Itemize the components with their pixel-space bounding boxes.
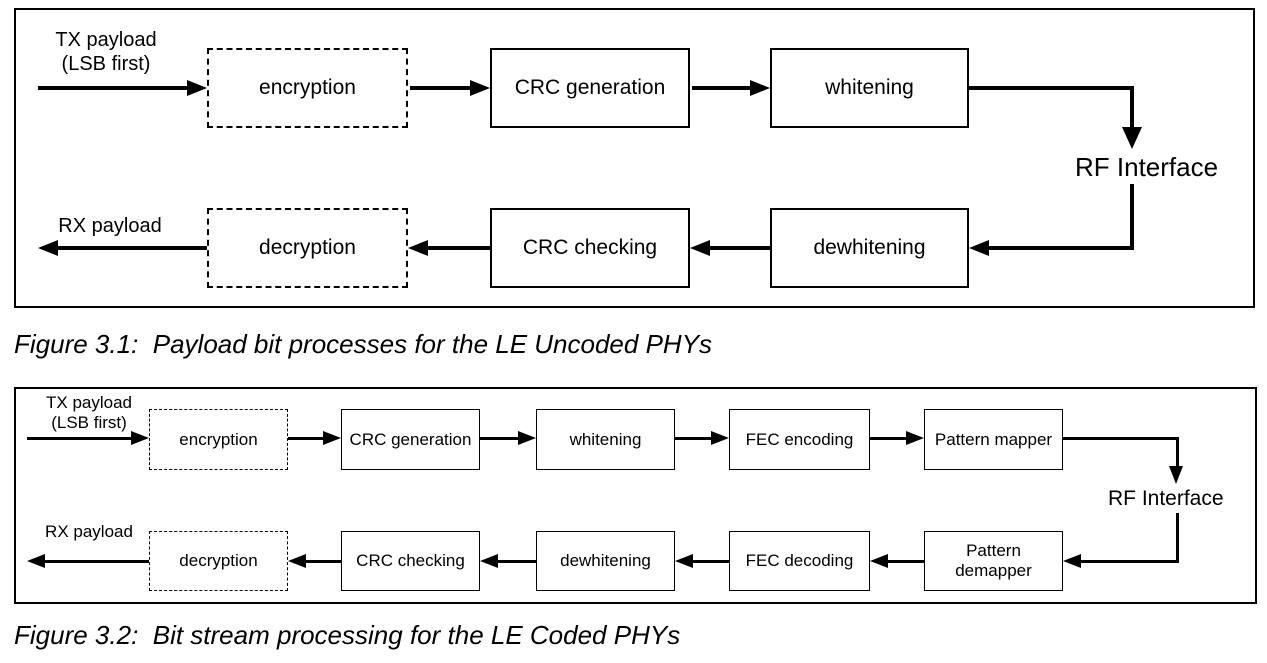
fig2-box-decryption: decryption: [149, 531, 288, 591]
fig1-arrowhead-left: [690, 240, 710, 256]
fig2-arrow-shaft: [480, 437, 518, 440]
fig2-outer-border: [14, 387, 1257, 604]
fig1-box-encryption: encryption: [207, 48, 408, 128]
fig1-caption: Figure 3.1: Payload bit processes for th…: [14, 329, 713, 359]
fig2-arrowhead-right: [518, 431, 536, 445]
fig2-arrow-shaft: [693, 560, 729, 563]
fig1-box-whitening: whitening: [770, 48, 969, 128]
fig2-arrow-shaft: [675, 437, 711, 440]
fig2-box-fec-encoding: FEC encoding: [729, 409, 870, 470]
fig1-rf-line-horizontal: [989, 246, 1134, 250]
fig2-rx-payload-label: RX payload: [45, 522, 133, 541]
fig2-arrow-shaft: [27, 437, 131, 440]
fig2-tx-payload-line2: (LSB first): [51, 413, 127, 432]
fig1-arrow-shaft: [692, 86, 750, 90]
fig1-arrowhead-left: [38, 240, 58, 256]
fig1-arrow-shaft: [428, 246, 490, 250]
fig2-rf-interface-label: RF Interface: [1108, 487, 1224, 510]
fig1-box-crc-generation: CRC generation: [490, 48, 690, 128]
fig2-arrow-shaft: [288, 437, 323, 440]
fig1-rx-payload-label: RX payload: [58, 215, 162, 237]
fig1-rf-line-vertical: [1130, 184, 1134, 246]
fig1-box-dewhitening: dewhitening: [770, 208, 969, 288]
fig2-arrowhead-left: [675, 554, 693, 568]
fig1-rf-line-vertical: [1130, 86, 1134, 127]
fig1-arrow-shaft: [410, 86, 470, 90]
fig2-arrow-shaft: [45, 560, 149, 563]
fig2-arrowhead-left: [27, 554, 45, 568]
fig2-caption: Figure 3.2: Bit stream processing for th…: [14, 620, 681, 650]
fig2-rf-line-horizontal: [1063, 437, 1179, 440]
fig2-tx-payload-label: TX payload (LSB first): [28, 393, 150, 433]
fig2-tx-payload-line1: TX payload: [46, 393, 132, 412]
fig2-box-crc-checking: CRC checking: [341, 531, 480, 591]
fig2-box-dewhitening: dewhitening: [536, 531, 675, 591]
fig1-arrowhead-right: [187, 80, 207, 96]
fig1-arrow-shaft: [58, 246, 207, 250]
fig2-arrowhead-left: [480, 554, 498, 568]
fig1-arrowhead-left: [969, 240, 989, 256]
fig1-rf-interface-label: RF Interface: [1075, 152, 1219, 182]
fig2-arrow-shaft: [888, 560, 924, 563]
fig1-box-decryption: decryption: [207, 208, 408, 288]
fig2-box-encryption: encryption: [149, 409, 288, 470]
fig2-arrowhead-left: [870, 554, 888, 568]
fig1-tx-payload-line2: (LSB first): [61, 53, 151, 75]
fig2-box-fec-decoding: FEC decoding: [729, 531, 870, 591]
fig2-box-whitening: whitening: [536, 409, 675, 470]
fig1-arrow-shaft: [710, 246, 770, 250]
fig2-rf-line-vertical: [1176, 437, 1179, 466]
fig2-arrowhead-right: [131, 431, 149, 445]
fig1-outer-border: [14, 8, 1255, 308]
fig2-arrowhead-right: [323, 431, 341, 445]
fig2-box-crc-generation: CRC generation: [341, 409, 480, 470]
fig2-box-pattern-demapper: Pattern demapper: [924, 531, 1063, 591]
fig1-rf-line-horizontal: [969, 86, 1134, 90]
fig2-arrow-shaft: [498, 560, 536, 563]
fig2-arrowhead-left: [1063, 554, 1081, 568]
fig2-rf-line-horizontal: [1081, 560, 1179, 563]
fig2-rf-line-vertical: [1176, 513, 1179, 563]
fig1-arrow-shaft: [38, 86, 187, 90]
fig1-box-crc-checking: CRC checking: [490, 208, 690, 288]
fig2-arrowhead-left: [288, 554, 306, 568]
fig2-box-pattern-mapper: Pattern mapper: [924, 409, 1063, 470]
fig2-arrowhead-right: [711, 431, 729, 445]
fig1-arrowhead-left: [408, 240, 428, 256]
fig1-arrowhead-right: [470, 80, 490, 96]
fig2-arrowhead-right: [906, 431, 924, 445]
fig2-arrowhead-down: [1169, 466, 1183, 484]
fig2-arrow-shaft: [306, 560, 341, 563]
fig1-arrowhead-down: [1122, 127, 1142, 149]
fig1-arrowhead-right: [750, 80, 770, 96]
fig1-tx-payload-line1: TX payload: [55, 29, 157, 51]
fig1-tx-payload-label: TX payload (LSB first): [40, 28, 172, 76]
fig2-arrow-shaft: [870, 437, 906, 440]
